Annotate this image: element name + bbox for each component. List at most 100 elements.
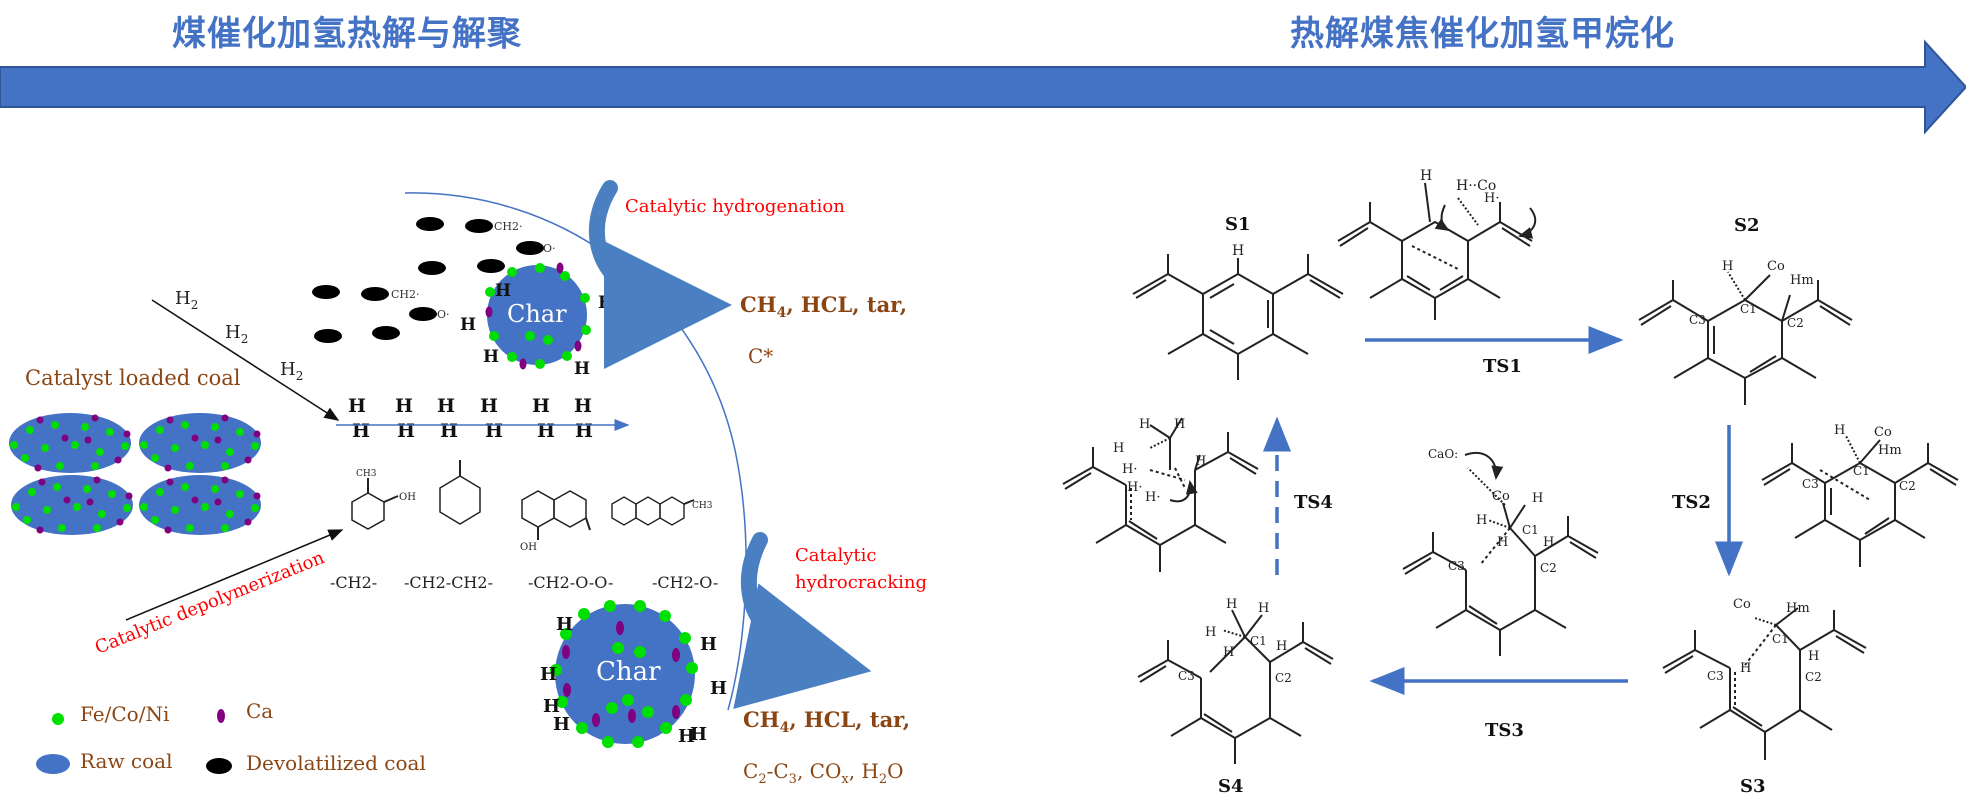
coal-particle <box>139 475 261 535</box>
ts2-hm: Hm <box>1878 443 1902 458</box>
svg-text:H: H <box>540 664 557 685</box>
svg-text:H: H <box>700 634 717 655</box>
ts4-h-dot: H· <box>1145 490 1160 505</box>
ts3-c1: C1 <box>1522 523 1539 537</box>
ts3-h: H <box>1476 513 1487 528</box>
ts4-h: H <box>1139 417 1150 432</box>
catalytic-hydrocracking-label-2: hydrocracking <box>795 572 927 593</box>
svg-text:H: H <box>678 726 695 747</box>
coal-particle <box>9 413 131 473</box>
legend-ca: Ca <box>246 699 273 723</box>
s3-molecule <box>1662 607 1867 760</box>
devolatilized-coal-fragments <box>312 217 544 343</box>
products-hydrocracking: CH4, HCL, tar, <box>743 707 910 736</box>
ts1-h-dot: H· <box>1484 191 1499 206</box>
s4-molecule <box>1137 609 1334 764</box>
svg-text:H: H <box>690 724 707 745</box>
left-title: 煤催化加氢热解与解聚 <box>172 14 522 54</box>
ts3-c2: C2 <box>1540 561 1557 575</box>
ts1-h-co: H··Co <box>1456 178 1496 194</box>
catalyst-loaded-coal-label: Catalyst loaded coal <box>25 366 241 390</box>
svg-text:H: H <box>495 281 511 301</box>
svg-text:H: H <box>598 293 614 313</box>
ts3-cao: CaO: <box>1428 447 1458 461</box>
ts2-label: TS2 <box>1672 492 1711 513</box>
s3-hm: Hm <box>1786 601 1810 616</box>
s1-h-atom: H <box>1232 243 1244 259</box>
h2-label: H2 <box>225 322 248 346</box>
ts2-c3: C3 <box>1802 477 1819 491</box>
ts3-co: Co <box>1492 489 1510 504</box>
s4-h: H <box>1276 639 1287 654</box>
ts3-molecule <box>1402 452 1599 656</box>
svg-text:H: H <box>348 395 366 417</box>
s3-co: Co <box>1733 597 1751 612</box>
catalytic-hydrogenation-label: Catalytic hydrogenation <box>625 196 845 217</box>
legend-devolatilized-marker <box>206 758 232 774</box>
hydrocracking-curved-arrow <box>733 532 872 709</box>
products-hydrocracking-line2: C2-C3, COx, H2O <box>743 759 904 787</box>
s2-co: Co <box>1767 259 1785 274</box>
svg-text:H: H <box>352 420 370 442</box>
s4-c3: C3 <box>1178 669 1195 683</box>
s3-h: H <box>1740 661 1751 676</box>
s4-c2: C2 <box>1275 671 1292 685</box>
char-label-bottom: Char <box>596 657 661 687</box>
catalytic-hydrocracking-label: Catalytic <box>795 545 876 566</box>
catalyst-loaded-coal-particles <box>9 413 261 535</box>
ts4-label: TS4 <box>1294 492 1333 513</box>
state-s3-label: S3 <box>1740 776 1766 797</box>
svg-text:H: H <box>574 395 592 417</box>
s4-h: H <box>1223 645 1234 660</box>
char-label-top: Char <box>507 300 567 328</box>
linkage-ch2: -CH2- <box>330 573 377 592</box>
s2-h: H <box>1722 259 1733 274</box>
s4-h: H <box>1258 601 1269 616</box>
svg-text:H: H <box>537 420 555 442</box>
linkage-ch2-o: -CH2-O- <box>652 573 718 592</box>
oh-label: OH <box>399 492 416 503</box>
ts2-h: H <box>1834 423 1845 438</box>
ch3-label: CH3 <box>356 469 377 479</box>
state-s2-label: S2 <box>1734 215 1760 236</box>
svg-text:H: H <box>437 395 455 417</box>
coal-particle <box>11 475 133 535</box>
ts4-h-dot: H· <box>1127 480 1142 495</box>
coal-particle <box>139 413 261 473</box>
h2-label: H2 <box>175 288 198 312</box>
ts4-h: H <box>1174 417 1185 432</box>
linkage-ch2-ch2: -CH2-CH2- <box>404 573 493 592</box>
ts1-molecule <box>1337 182 1537 320</box>
ts3-c3: C3 <box>1448 559 1465 573</box>
s2-hm: Hm <box>1790 273 1814 288</box>
depolymerized-molecules <box>351 460 695 540</box>
s3-c3: C3 <box>1707 669 1724 683</box>
svg-text:H: H <box>483 347 499 367</box>
o-fragment: O· <box>543 242 556 255</box>
state-s4-label: S4 <box>1218 776 1244 797</box>
ts4-h-dot: H· <box>1122 462 1137 477</box>
char-bottom-hydrogens: H H H H H H H H <box>540 614 727 747</box>
legend-raw-coal: Raw coal <box>80 749 172 773</box>
ts4-molecule <box>1062 417 1259 572</box>
ch2-fragment: CH2· <box>494 220 523 233</box>
svg-text:H: H <box>606 322 622 342</box>
products-hydrogenation-line2: C* <box>748 344 773 368</box>
svg-text:H: H <box>553 714 570 735</box>
svg-text:H: H <box>543 696 560 717</box>
svg-text:H: H <box>532 395 550 417</box>
ts3-label: TS3 <box>1485 720 1524 741</box>
ts1-h-atom: H <box>1420 168 1432 184</box>
catalytic-depolymerization-label: Catalytic depolymerization <box>92 547 328 659</box>
legend-catalyst-marker <box>52 713 64 725</box>
s3-h: H <box>1808 649 1819 664</box>
svg-text:H: H <box>485 420 503 442</box>
ch3-label: CH3 <box>692 501 713 511</box>
hydrogenation-curved-arrow <box>588 180 732 369</box>
s1-molecule <box>1132 254 1344 380</box>
legend-fe-co-ni: Fe/Co/Ni <box>80 702 169 726</box>
char-particle-bottom <box>550 600 698 748</box>
legend-ca-marker <box>217 709 225 723</box>
s3-c1: C1 <box>1772 632 1789 646</box>
svg-text:H: H <box>710 678 727 699</box>
